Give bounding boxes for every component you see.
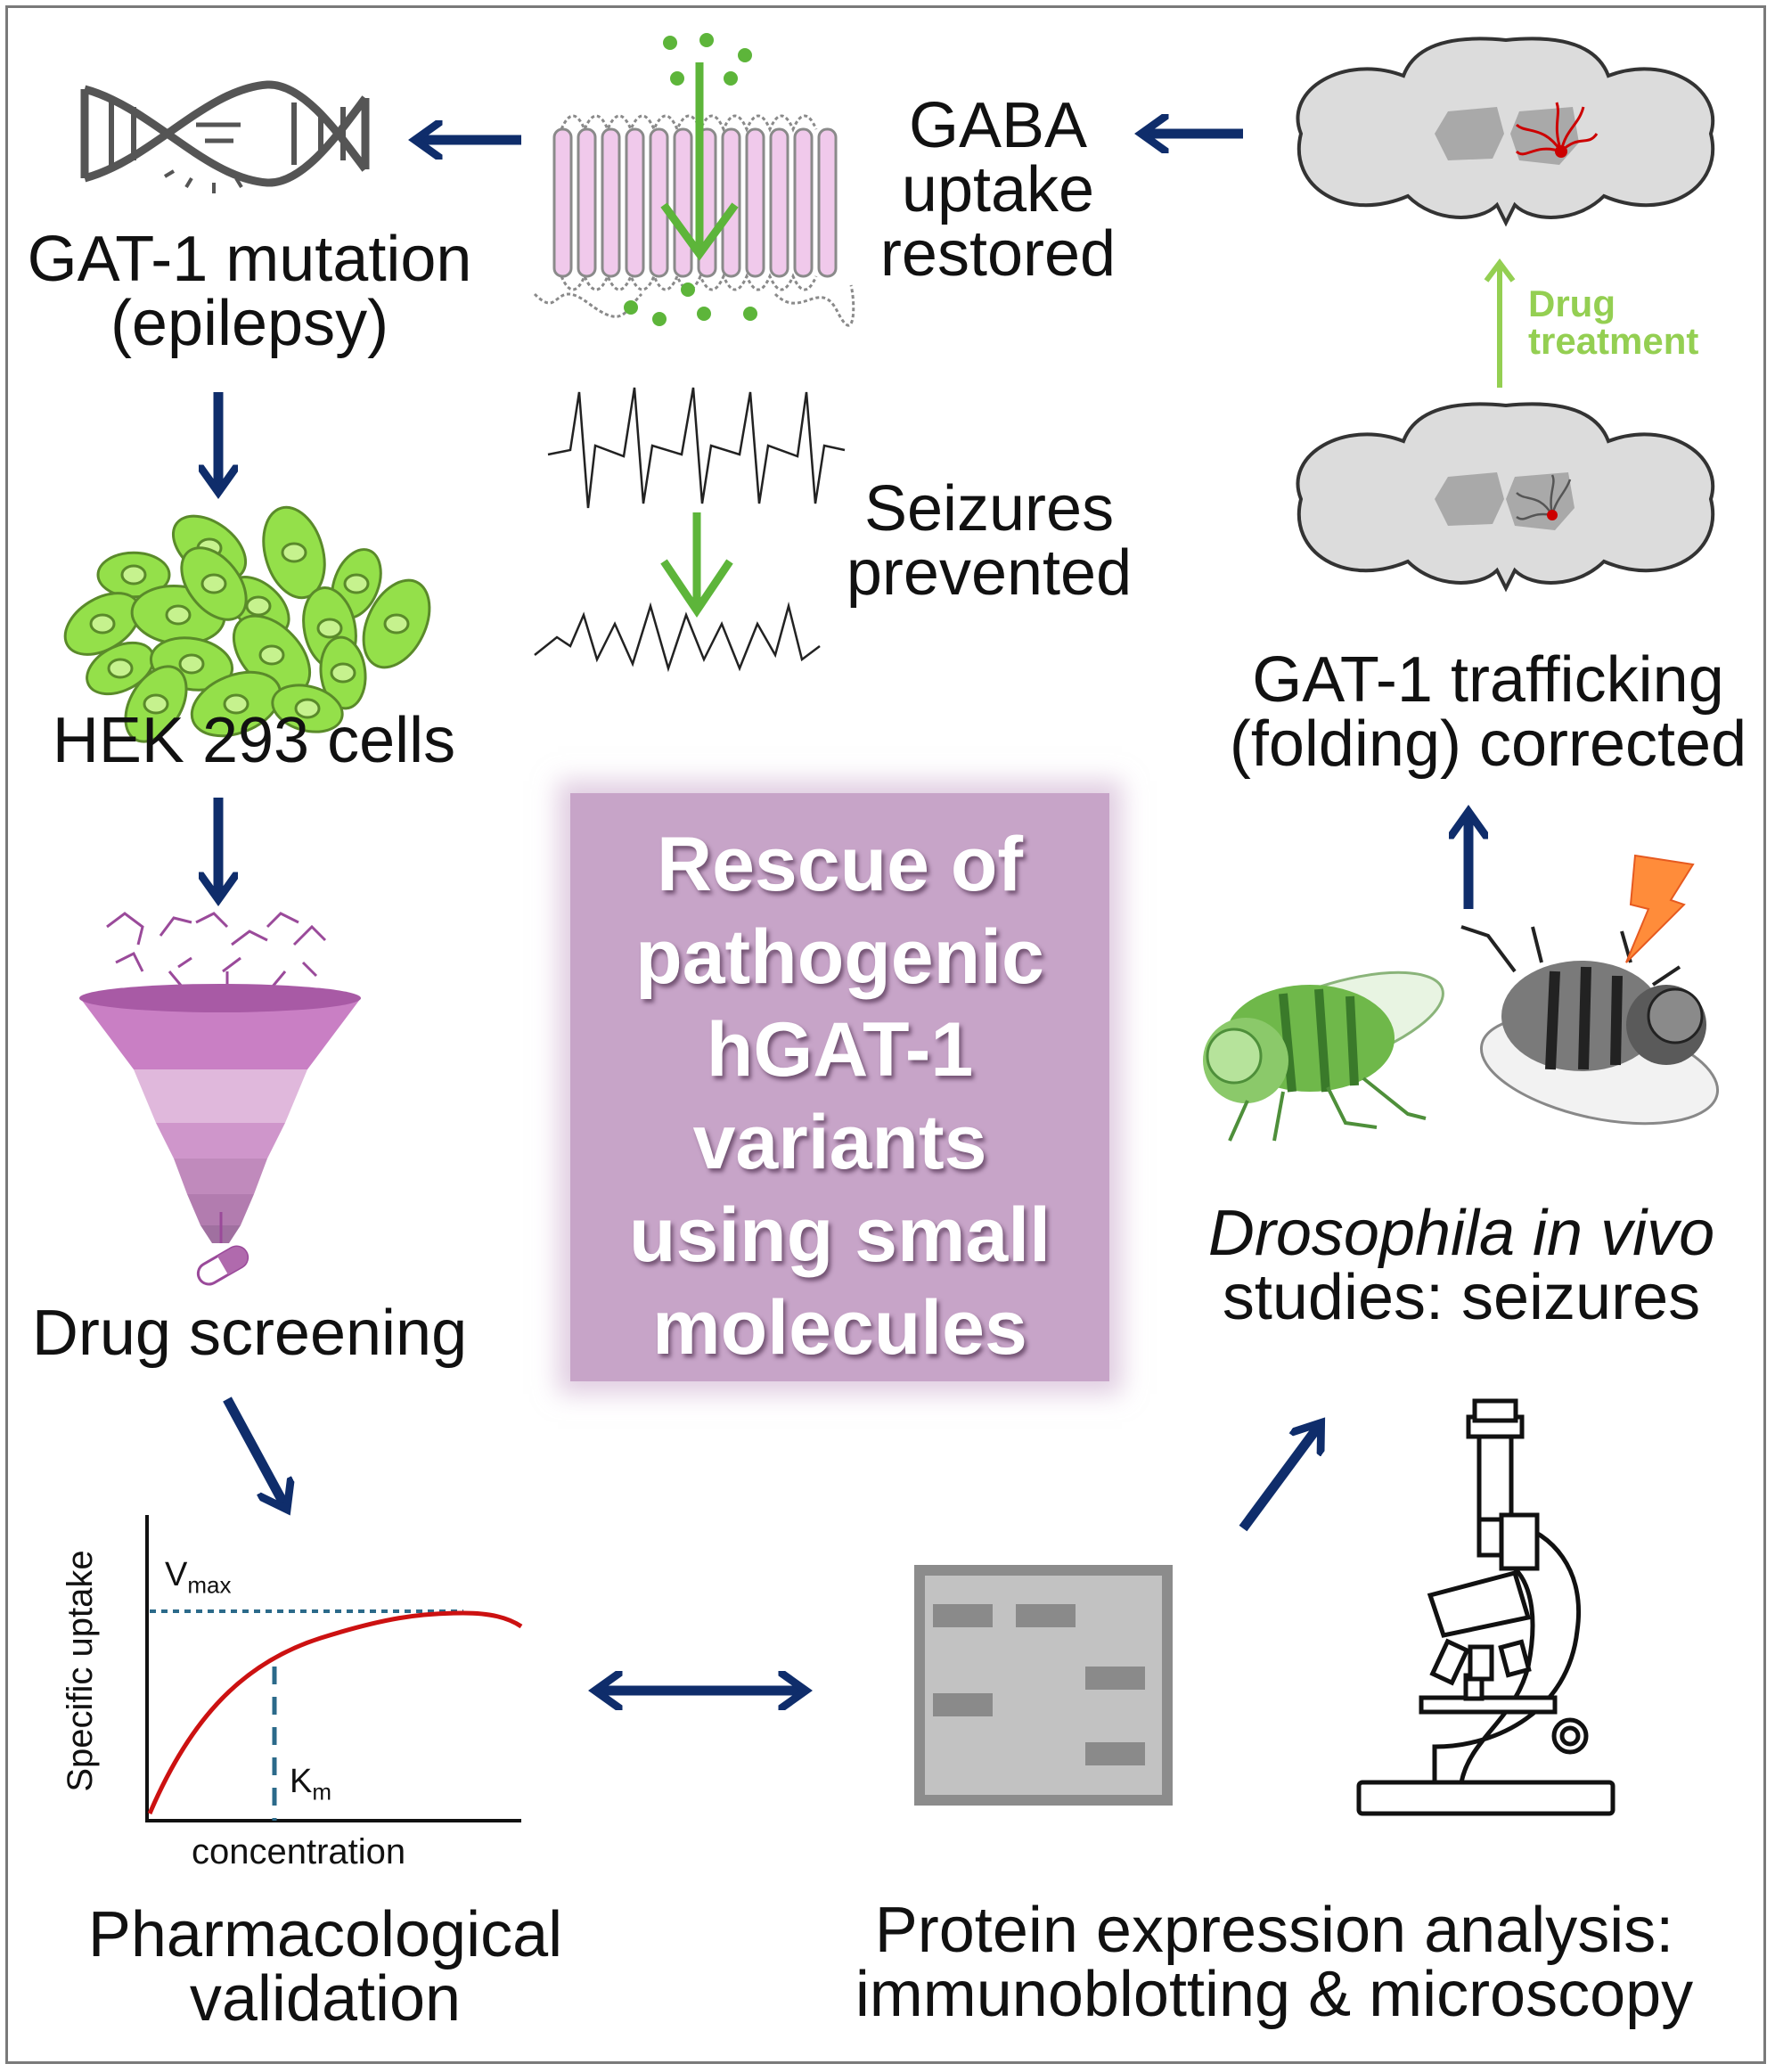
center-title: Rescue of pathogenic hGAT-1 variants usi… bbox=[570, 818, 1109, 1374]
cell-nucleus bbox=[107, 658, 134, 679]
cell-nucleus bbox=[223, 693, 249, 715]
helix bbox=[649, 127, 669, 278]
helix bbox=[721, 127, 741, 278]
center-title-line: using small bbox=[628, 1192, 1051, 1278]
helix-loops bbox=[560, 114, 818, 133]
cell-nucleus bbox=[178, 653, 205, 675]
hek-cells-icon bbox=[63, 505, 431, 743]
plot-xlabel: concentration bbox=[192, 1832, 406, 1871]
eeg-traces-icon bbox=[534, 387, 846, 673]
brain-top-icon bbox=[1296, 37, 1714, 227]
center-title-line: molecules bbox=[652, 1285, 1027, 1371]
cell-nucleus bbox=[143, 693, 169, 715]
cell-nucleus bbox=[330, 662, 356, 684]
label-drug-treatment: Drug treatment bbox=[1528, 283, 1699, 362]
center-title-line: hGAT-1 bbox=[706, 1007, 974, 1093]
green-fly-icon bbox=[1203, 970, 1444, 1142]
plot-ylabel: Specific uptake bbox=[61, 1550, 100, 1792]
plot-km-label: Km bbox=[290, 1763, 332, 1806]
center-title-line: variants bbox=[692, 1100, 987, 1185]
plot-vmax-label: Vmax bbox=[165, 1556, 232, 1599]
cell-nucleus bbox=[258, 644, 285, 666]
lightning-icon bbox=[1625, 854, 1695, 963]
center-title-box bbox=[570, 793, 1109, 1381]
dark-fly-icon bbox=[1460, 925, 1720, 1126]
cell-nucleus bbox=[165, 604, 192, 626]
label-hek-cells: HEK 293 cells bbox=[52, 705, 456, 776]
michaelis-menten-plot bbox=[145, 1515, 523, 1822]
helix bbox=[577, 127, 597, 278]
center-title-line: pathogenic bbox=[635, 914, 1044, 1000]
label-drosophila: Drosophila in vivo studies: seizures bbox=[1207, 1198, 1715, 1333]
arrow-to-pharmacology bbox=[223, 1396, 285, 1506]
flow-arrows bbox=[218, 134, 1468, 1691]
membrane-transporter-icon bbox=[533, 33, 855, 327]
label-mutation: GAT-1 mutation (epilepsy) bbox=[27, 224, 472, 359]
drug-treatment-arrow bbox=[1484, 258, 1516, 388]
label-trafficking: GAT-1 trafficking (folding) corrected bbox=[1229, 644, 1747, 780]
helix bbox=[769, 127, 789, 278]
drug-funnel-icon bbox=[79, 912, 361, 1286]
center-title-line: Rescue of bbox=[656, 822, 1024, 907]
cell-nucleus bbox=[245, 595, 272, 617]
cell-nucleus bbox=[316, 618, 343, 639]
label-gaba-uptake: GABA uptake restored bbox=[879, 90, 1117, 290]
cell-nucleus bbox=[120, 564, 147, 586]
helix bbox=[793, 127, 814, 278]
helix bbox=[625, 127, 645, 278]
microscope-icon bbox=[1356, 1398, 1615, 1816]
label-protein-expression: Protein expression analysis: immunoblott… bbox=[855, 1895, 1694, 2030]
cell-nucleus bbox=[281, 542, 307, 563]
cell-nucleus bbox=[343, 573, 370, 594]
label-drug-screening: Drug screening bbox=[31, 1298, 468, 1369]
arrow-to-drosophila bbox=[1239, 1426, 1319, 1532]
immunoblot-icon bbox=[914, 1565, 1173, 1806]
helix bbox=[817, 127, 838, 278]
label-seizures-prevented: Seizures prevented bbox=[846, 473, 1133, 609]
helix bbox=[552, 127, 573, 278]
seizure-arrow-icon bbox=[660, 512, 733, 618]
cell-nucleus bbox=[383, 613, 410, 635]
brain-bottom-icon bbox=[1296, 402, 1714, 593]
dna-icon bbox=[80, 80, 370, 193]
helix bbox=[673, 127, 693, 278]
cell-nucleus bbox=[294, 698, 321, 719]
helix bbox=[601, 127, 621, 278]
helix bbox=[745, 127, 765, 278]
cell-nucleus bbox=[200, 573, 227, 594]
figure-frame bbox=[5, 5, 1766, 2064]
label-pharmacological-validation: Pharmacological validation bbox=[87, 1899, 563, 2035]
cell-nucleus bbox=[89, 613, 116, 635]
